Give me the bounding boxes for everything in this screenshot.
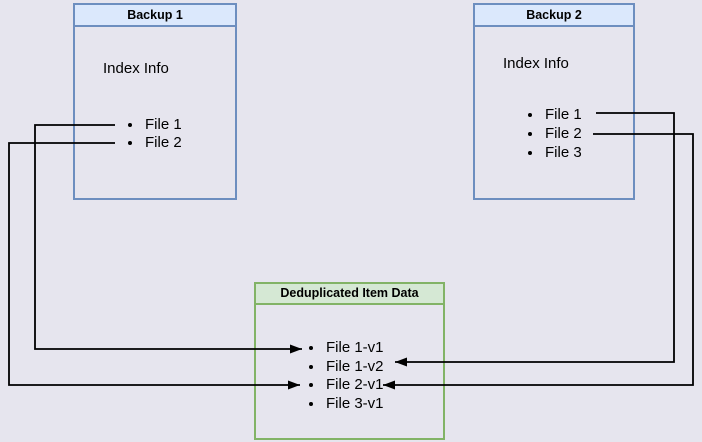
backup2-item-file3: File 3 (543, 143, 582, 162)
backup2-item-file1: File 1 (543, 105, 582, 124)
dedup-item-file2-v1: File 2-v1 (324, 376, 384, 395)
backup2-file-list: File 1 File 2 File 3 (475, 105, 582, 162)
backup2-index-info-label: Index Info (503, 55, 569, 72)
deduplicated-item-data-box: Deduplicated Item Data File 1-v1 File 1-… (254, 282, 445, 440)
backup2-box: Backup 2 Index Info File 1 File 2 File 3 (473, 3, 635, 200)
backup1-index-info-label: Index Info (103, 60, 169, 77)
backup2-title: Backup 2 (475, 5, 633, 27)
backup1-title: Backup 1 (75, 5, 235, 27)
dedup-file-list: File 1-v1 File 1-v2 File 2-v1 File 3-v1 (256, 339, 384, 413)
backup2-item-file2: File 2 (543, 124, 582, 143)
dedup-item-file1-v1: File 1-v1 (324, 339, 384, 358)
backup1-item-file2: File 2 (143, 134, 182, 152)
deduplicated-item-data-title: Deduplicated Item Data (256, 284, 443, 305)
dedup-item-file3-v1: File 3-v1 (324, 395, 384, 414)
dedup-item-file1-v2: File 1-v2 (324, 358, 384, 377)
backup1-item-file1: File 1 (143, 116, 182, 134)
backup1-file-list: File 1 File 2 (75, 116, 182, 152)
backup1-box: Backup 1 Index Info File 1 File 2 (73, 3, 237, 200)
